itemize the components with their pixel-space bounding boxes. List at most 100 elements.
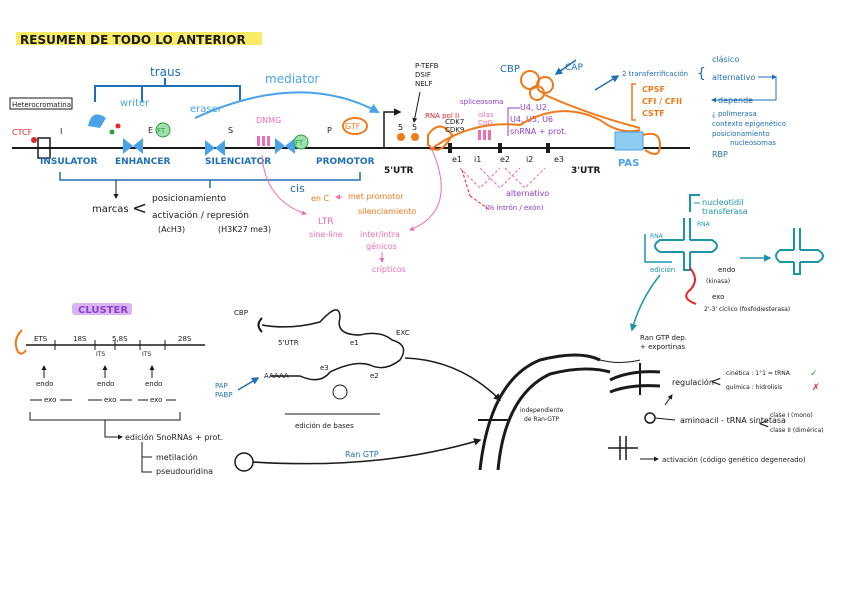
dnmg-bar-1 bbox=[257, 136, 260, 146]
heterochromatin-label: Heterocromatina bbox=[12, 101, 71, 109]
cluster-title: CLUSTER bbox=[78, 305, 128, 316]
cis-bracket bbox=[59, 172, 361, 181]
mrna-cbp-label: CBP bbox=[234, 309, 248, 317]
exon-2-box bbox=[498, 143, 502, 153]
cluster-its-1: ITS bbox=[96, 351, 105, 358]
pol-sub-2 bbox=[411, 133, 419, 141]
exo-label-2: exo bbox=[104, 396, 116, 404]
exo-label-1: exo bbox=[44, 396, 56, 404]
cluster-bracket bbox=[29, 412, 181, 421]
cluster-highlight bbox=[72, 303, 132, 315]
enhancer-protein-icon bbox=[123, 138, 143, 154]
pore-right-top bbox=[609, 370, 661, 382]
cross-icon: ✗ bbox=[812, 383, 820, 393]
cbp-tether bbox=[544, 94, 641, 129]
snrna-bracket bbox=[507, 107, 520, 136]
islas-label-1: islas bbox=[478, 111, 494, 119]
writer-mark-red bbox=[115, 123, 121, 129]
mrna-strand-3 bbox=[270, 371, 331, 381]
enhancer-label: ENHANCER bbox=[115, 157, 170, 167]
trna-shape-right bbox=[775, 228, 824, 275]
ran-gtp-trna-2: + exportinas bbox=[640, 343, 685, 351]
pol-sub-1 bbox=[397, 133, 405, 141]
utr5-label: 5'UTR bbox=[384, 166, 413, 176]
snrna-line-1: U4, U2, bbox=[520, 103, 550, 112]
trna-stem-top bbox=[689, 194, 700, 212]
writer-protein-icon bbox=[88, 114, 106, 128]
regulacion-bracket: < bbox=[710, 374, 722, 390]
silenciator-protein-icon bbox=[205, 140, 225, 156]
p-label: P bbox=[327, 126, 332, 135]
cap-arrow bbox=[554, 59, 577, 75]
islas-bar-1 bbox=[478, 130, 481, 140]
aminoacil-link bbox=[654, 417, 676, 421]
trans-bracket bbox=[94, 85, 241, 102]
cfi-label: CFI / CFII bbox=[642, 97, 682, 106]
cis-label: cis bbox=[290, 182, 305, 195]
i-label: I bbox=[60, 127, 62, 136]
ft-label-2: FT bbox=[295, 139, 304, 147]
regulacion-arrow bbox=[664, 394, 673, 406]
islas-bar-2 bbox=[483, 130, 486, 140]
mrna-cap bbox=[257, 317, 263, 333]
regulacion-label: regulación bbox=[672, 377, 714, 387]
endo-label-1: endo bbox=[36, 380, 53, 388]
nucleotidil-label: nucleotidil bbox=[702, 198, 743, 207]
mediator-label: mediator bbox=[265, 72, 319, 86]
alt-return-arrow bbox=[711, 77, 777, 103]
exo-label-trna: exo bbox=[712, 293, 724, 301]
sine-label: sine-line bbox=[309, 230, 343, 239]
ft-badge-2 bbox=[293, 134, 309, 150]
right-bracket: { bbox=[697, 66, 706, 82]
ft-label-1: FT bbox=[157, 127, 166, 135]
cluster-28s: 28S bbox=[178, 335, 192, 343]
activacion-trna-label: activación (código genético degenerado) bbox=[662, 456, 806, 464]
cinetica-label: cinética : 1°1 = tRNA bbox=[726, 370, 791, 377]
promotor-label: PROMOTOR bbox=[316, 157, 375, 167]
pore-link bbox=[599, 359, 641, 363]
aminoacil-node bbox=[644, 412, 656, 424]
utr3-label: 3'UTR bbox=[571, 166, 600, 176]
mrna-exc: EXC bbox=[396, 329, 410, 337]
islas-bar-3 bbox=[488, 130, 491, 140]
cluster-its-2: ITS bbox=[142, 351, 151, 358]
clase1-label: clase I (mono) bbox=[770, 412, 813, 419]
splice-dash-3 bbox=[504, 167, 546, 189]
ctcf-dot bbox=[31, 137, 37, 143]
exon-1-box bbox=[448, 143, 452, 153]
writer-label: writer bbox=[120, 98, 150, 109]
ach3-label: (AcH3) bbox=[158, 225, 185, 234]
spliceosome-label: spliceosoma bbox=[460, 98, 503, 106]
insulator-box bbox=[37, 137, 51, 159]
depende-item-1: ¿ polimerasa bbox=[712, 110, 757, 118]
aminoacil-label: aminoacil - tRNA sintetasa bbox=[680, 416, 786, 425]
inter-arrow bbox=[409, 144, 442, 231]
clase2-label: clase II (dimérica) bbox=[770, 427, 824, 434]
edicion-fork bbox=[141, 442, 152, 473]
ribosome-icon bbox=[234, 452, 254, 472]
mrna-export-arrow bbox=[404, 357, 502, 402]
dnmg-arrow-ltr bbox=[261, 154, 307, 216]
clasico-label: clásico bbox=[712, 55, 739, 64]
aminoacil-bracket: < bbox=[758, 416, 770, 432]
edicion-snorna-label: edición SnoRNAs + prot. bbox=[125, 432, 223, 442]
cpsf-bracket bbox=[631, 83, 636, 121]
cluster-58s: 5,8S bbox=[112, 335, 128, 343]
pap-label-1: PAP bbox=[215, 382, 228, 390]
ran-gtp-trna-1: Ran GTP dep. bbox=[640, 334, 687, 342]
pas-orange-loop bbox=[642, 132, 662, 155]
cdk7-label-1: CDK7 bbox=[445, 118, 464, 126]
heterochromatin-box bbox=[9, 97, 73, 110]
cluster-orange-cap bbox=[14, 329, 27, 355]
independiente-1: independiente bbox=[520, 407, 564, 414]
silenciamiento-label: silenciamiento bbox=[358, 207, 416, 216]
pap-arrow bbox=[237, 377, 260, 391]
genicos-label: génicos bbox=[366, 241, 397, 251]
eraser-label: eraser bbox=[190, 104, 223, 115]
dnmg-label: DNMG bbox=[256, 116, 281, 125]
edicion-label: edición bbox=[650, 266, 675, 274]
ft-badge-1 bbox=[155, 122, 171, 138]
exo-label-3: exo bbox=[150, 396, 162, 404]
cap-label: CAP bbox=[565, 63, 583, 73]
